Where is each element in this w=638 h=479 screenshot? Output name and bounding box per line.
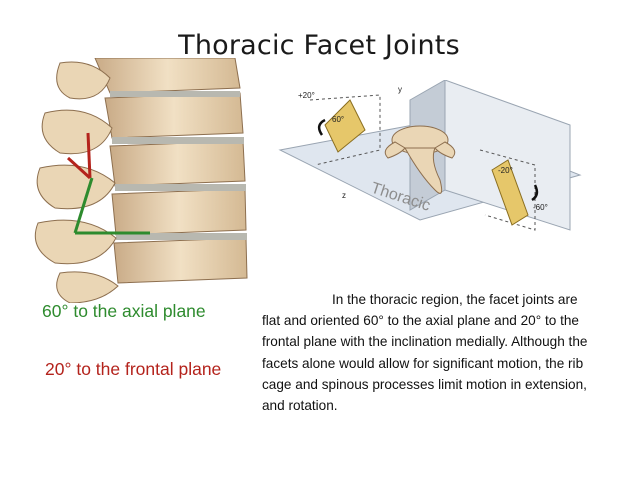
left-facet <box>324 99 366 153</box>
slide-title: Thoracic Facet Joints <box>178 30 460 61</box>
thoracic-spine-illustration <box>34 58 248 303</box>
vertebral-bodies <box>94 58 248 284</box>
caption-axial: 60° to the axial plane <box>42 301 206 321</box>
label-minus20: -20° <box>498 166 513 175</box>
label-minus60: -60° <box>533 203 548 212</box>
label-z: z <box>342 191 346 200</box>
posterior-elements <box>34 61 119 303</box>
label-plus20: +20° <box>298 91 315 100</box>
right-facet <box>491 159 529 226</box>
body-text: In the thoracic region, the facet joints… <box>262 292 588 414</box>
caption-frontal: 20° to the frontal plane <box>45 359 222 379</box>
facet-angle-lines <box>66 132 150 235</box>
label-y: y <box>398 85 402 94</box>
intervertebral-discs <box>110 91 247 240</box>
vertebra-model <box>384 125 456 194</box>
body-paragraph: In the thoracic region, the facet joints… <box>262 289 597 416</box>
label-60: 60° <box>332 115 344 124</box>
facet-orientation-diagram: +20° y 60° -20° -60° z Thoracic <box>278 80 582 231</box>
